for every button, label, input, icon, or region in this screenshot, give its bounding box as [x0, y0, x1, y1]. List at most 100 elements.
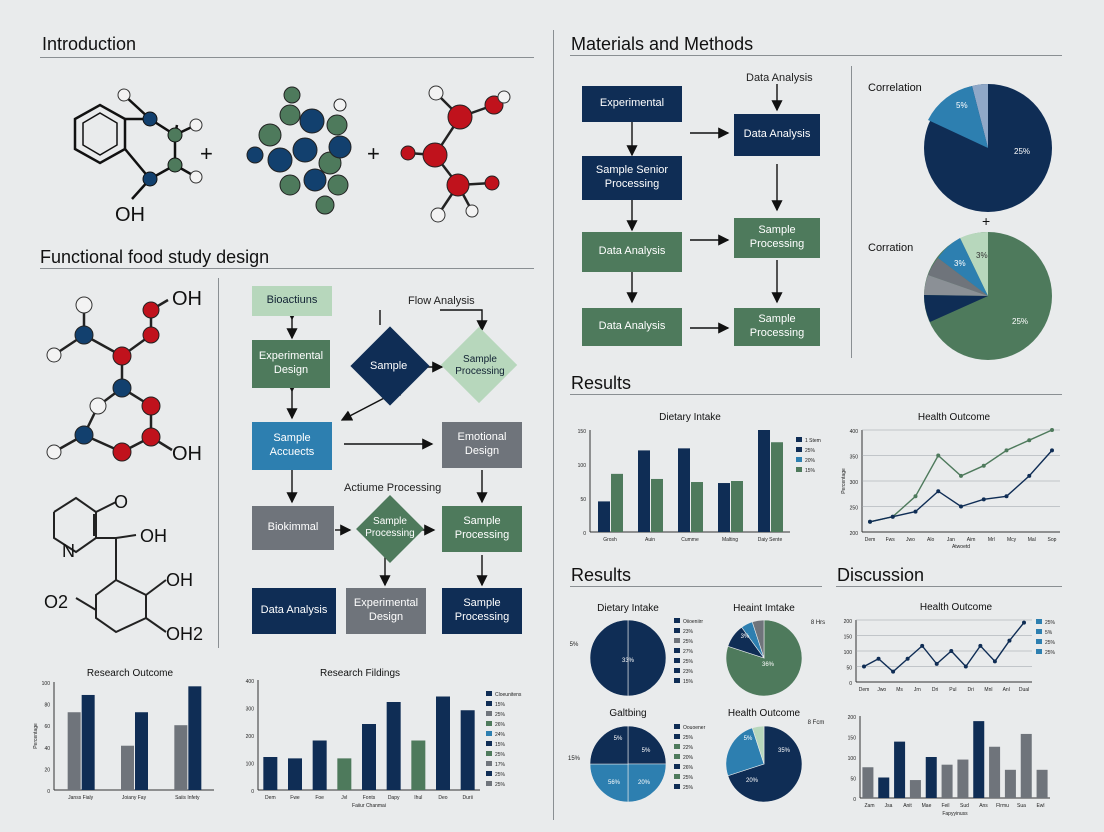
x-tick-label: Ans: [979, 803, 988, 809]
bar: [691, 482, 703, 532]
x-tick-label: Dem: [265, 795, 276, 801]
x-tick-label: Cumme: [681, 537, 699, 543]
actiume-processing-label: Actiume Processing: [344, 482, 442, 494]
bar: [862, 767, 874, 798]
bioactives-box[interactable]: Bioactiuns: [252, 286, 332, 316]
bar: [718, 483, 730, 532]
legend-swatch: [486, 781, 492, 786]
y-tick-label: 60: [44, 724, 50, 730]
x-tick-label: Anl: [1003, 687, 1010, 693]
bar: [1004, 769, 1016, 798]
y-tick-label: 80: [44, 703, 50, 709]
legend-swatch: [674, 724, 680, 729]
x-axis-label: Faiiur Chanmai: [352, 803, 386, 809]
x-tick-label: Alo: [927, 537, 934, 543]
y-tick-label: 50: [846, 666, 852, 672]
methods-data-analysis-top: Data Analysis: [746, 72, 813, 84]
data-analysis-box[interactable]: Data Analysis: [252, 588, 336, 634]
data-point: [934, 661, 939, 666]
legend-swatch: [1036, 639, 1042, 644]
sample-sensor-box[interactable]: Sample Senior Processing: [582, 156, 682, 200]
data-point: [1004, 448, 1009, 453]
legend-label: 20%: [683, 755, 694, 761]
data-point: [978, 643, 983, 648]
bar: [67, 712, 81, 790]
legend-label: 25%: [805, 448, 816, 454]
svg-text:25%: 25%: [1012, 317, 1028, 326]
legend-label: 15%: [683, 679, 694, 685]
chart-title: Health Outcome: [728, 708, 801, 719]
y-tick-label: 50: [580, 497, 586, 503]
methods-sample-processing-2[interactable]: Sample Processing: [734, 308, 820, 346]
legend-label: 25%: [1045, 620, 1056, 626]
legend-label: Oiioeniirr: [683, 619, 703, 625]
methods-data-analysis-1[interactable]: Data Analysis: [734, 114, 820, 156]
legend-label: Cloeunitens: [495, 692, 522, 698]
legend-label: 25%: [683, 659, 694, 665]
pie-label: 5%: [642, 748, 651, 754]
sample-accuracts-box[interactable]: Sample Accuects: [252, 422, 332, 470]
experimental-design-box[interactable]: Experimental Design: [252, 340, 330, 388]
methods-sample-processing-1[interactable]: Sample Processing: [734, 218, 820, 258]
pie-label: 5%: [570, 642, 579, 648]
pie-slice: [751, 619, 765, 659]
y-tick-label: 150: [844, 635, 853, 641]
x-tick-label: Ihul: [414, 795, 422, 801]
y-tick-label: 100: [578, 463, 587, 469]
x-tick-label: Mrl: [988, 537, 995, 543]
methods-pies-divider: [851, 66, 852, 358]
bar: [337, 758, 352, 790]
x-tick-label: Mae: [922, 803, 932, 809]
bar: [651, 478, 663, 532]
legend-label: Oouoener: [683, 725, 706, 731]
chart-title: Health Outcome: [920, 602, 993, 613]
svg-text:N: N: [62, 541, 75, 561]
svg-text:+: +: [200, 141, 213, 166]
legend-label: 23%: [683, 629, 694, 635]
experimental-box[interactable]: Experimental: [582, 86, 682, 122]
svg-text:3%: 3%: [976, 251, 988, 260]
legend-label: 25%: [495, 772, 506, 778]
pie-slice: [589, 725, 629, 765]
sample-processing-right-box[interactable]: Sample Processing: [442, 506, 522, 552]
legend-label: 26%: [683, 765, 694, 771]
x-tick-label: Dri: [932, 687, 938, 693]
pie-label: 5%: [744, 736, 753, 742]
legend-label: 26%: [495, 722, 506, 728]
galtbing-pie: Galtbing5%5%56%20%15%Oouoener25%22%20%26…: [568, 708, 706, 803]
x-tick-label: Sud: [960, 803, 969, 809]
x-tick-label: Fwe: [290, 795, 300, 801]
introduction-heading: Introduction: [42, 34, 137, 54]
y-tick-label: 100: [42, 681, 51, 687]
pie-slice: [727, 725, 803, 803]
legend-swatch: [674, 618, 680, 623]
methods-data-analysis-3[interactable]: Data Analysis: [582, 308, 682, 346]
legend-label: 25%: [1045, 650, 1056, 656]
data-point: [992, 659, 997, 664]
x-tick-label: Jan: [947, 537, 955, 543]
x-tick-label: Zam: [865, 803, 875, 809]
pie-slice: [627, 725, 667, 765]
bar: [925, 757, 937, 798]
legend-swatch: [796, 467, 802, 472]
y-tick-label: 100: [848, 756, 857, 762]
series-line: [863, 622, 1025, 673]
chart-title: Research Outcome: [87, 668, 174, 679]
sample-processing-bottom-box[interactable]: Sample Processing: [442, 588, 522, 634]
svg-text:+: +: [982, 213, 990, 229]
x-tick-label: Dem: [865, 537, 876, 543]
x-tick-label: Jwo: [877, 687, 886, 693]
experimental-design2-box[interactable]: Experimental Design: [346, 588, 426, 634]
methods-data-analysis-2[interactable]: Data Analysis: [582, 232, 682, 272]
legend-swatch: [1036, 619, 1042, 624]
legend-swatch: [674, 754, 680, 759]
chart-title: Dietary Intake: [659, 412, 721, 423]
bar: [263, 757, 278, 790]
biochemical-box[interactable]: Biokimmal: [252, 506, 334, 550]
pie-label: 15%: [568, 756, 581, 762]
y-tick-label: 0: [47, 789, 50, 795]
y-tick-label: 40: [44, 746, 50, 752]
functional-heading: Functional food study design: [40, 247, 270, 267]
emotional-design-box[interactable]: Emotional Design: [442, 422, 522, 468]
